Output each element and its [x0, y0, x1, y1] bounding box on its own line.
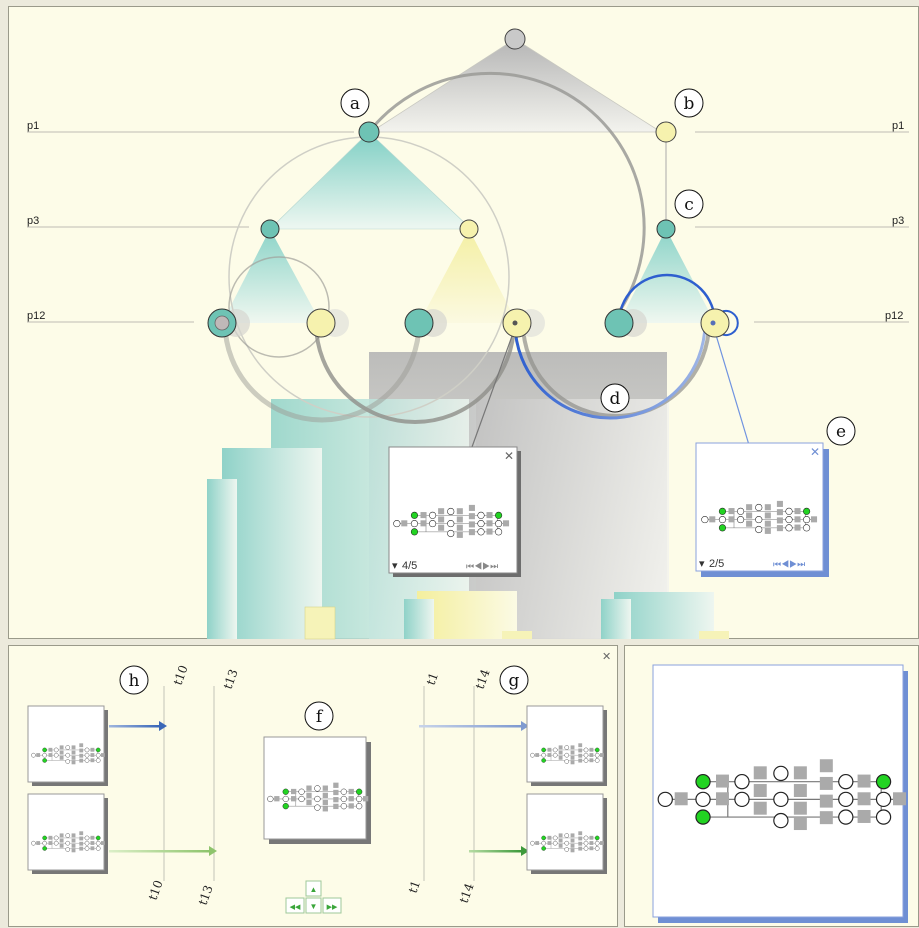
svg-text:f: f — [316, 707, 324, 727]
thumbnail-left-bottom[interactable] — [27, 793, 108, 874]
callout-e: e — [826, 416, 856, 446]
callout-c: c — [674, 189, 704, 219]
node-p12-2[interactable] — [306, 308, 336, 338]
time-lines — [163, 686, 475, 881]
node-b[interactable] — [655, 121, 677, 143]
popup-window-left[interactable]: ✕ ▾ 4/5 ⏮◀▶⏭ — [388, 446, 521, 577]
popup-right-menu-icon[interactable]: ▾ — [699, 558, 705, 570]
callout-a: a — [340, 88, 370, 118]
thumbnail-right-top[interactable] — [526, 705, 607, 786]
nav-first-button[interactable]: ◀◀ — [285, 897, 305, 914]
popup-right-nav-icons[interactable]: ⏮◀▶⏭ — [773, 559, 805, 569]
popup-connectors — [471, 132, 750, 448]
popup-right-page: 2/5 — [709, 558, 724, 570]
node-c[interactable] — [656, 219, 676, 239]
time-label-t1-top: t1 — [424, 671, 441, 688]
detail-view — [652, 664, 908, 923]
svg-text:b: b — [684, 94, 695, 114]
svg-text:e: e — [836, 422, 846, 442]
detail-panel — [624, 645, 919, 927]
root-node[interactable] — [504, 28, 526, 50]
svg-text:◀◀: ◀◀ — [290, 904, 301, 911]
popup-left-menu-icon[interactable]: ▾ — [392, 560, 398, 572]
nav-last-button[interactable]: ▶▶ — [322, 897, 342, 914]
callout-g: g — [499, 665, 529, 695]
level-label-p3-left: p3 — [27, 215, 39, 227]
nav-down-button[interactable]: ▼ — [305, 897, 322, 914]
timeline-panel: ✕ t10 t13 t1 t14 t10 t13 t1 t14 — [8, 645, 618, 927]
popup-left-close-icon[interactable]: ✕ — [504, 449, 514, 463]
node-a[interactable] — [358, 121, 380, 143]
callout-d: d — [600, 383, 630, 413]
popup-left-page: 4/5 — [402, 560, 417, 572]
hierarchy-view: p1 p1 p3 p3 p12 p12 — [27, 28, 909, 640]
callout-f: f — [304, 701, 334, 731]
svg-text:c: c — [684, 195, 694, 215]
hierarchy-triangles — [222, 38, 715, 323]
svg-text:g: g — [509, 671, 520, 691]
level-label-p12-left: p12 — [27, 310, 45, 322]
level-label-p3-right: p3 — [892, 215, 904, 227]
tree-nodes — [207, 28, 730, 338]
node-p3-2[interactable] — [459, 219, 479, 239]
timeline-arrows — [109, 721, 529, 856]
svg-text:▲: ▲ — [310, 885, 318, 894]
time-label-t10-top: t10 — [171, 663, 191, 687]
level-lines — [27, 131, 909, 323]
svg-text:a: a — [350, 94, 360, 114]
popup-right-close-icon[interactable]: ✕ — [810, 445, 820, 459]
time-label-t14-bottom: t14 — [457, 881, 477, 905]
hierarchy-panel: p1 p1 p3 p3 p12 p12 — [8, 6, 919, 640]
time-label-t10-bottom: t10 — [146, 878, 166, 902]
level-label-p12-right: p12 — [885, 310, 903, 322]
popup-window-right[interactable]: ✕ ▾ 2/5 ⏮◀▶⏭ — [695, 442, 829, 577]
level-label-p1-right: p1 — [892, 120, 904, 132]
callout-h: h — [119, 665, 149, 695]
time-label-t1-bottom: t1 — [406, 879, 423, 896]
node-p12-5[interactable] — [604, 308, 634, 338]
time-label-t13-top: t13 — [221, 667, 241, 691]
timeline-view: ✕ t10 t13 t1 t14 t10 t13 t1 t14 — [27, 651, 611, 914]
svg-text:▼: ▼ — [310, 902, 318, 911]
time-label-t13-bottom: t13 — [196, 883, 216, 907]
thumbnail-right-bottom[interactable] — [526, 793, 607, 874]
detail-graph-frame[interactable] — [652, 664, 904, 918]
svg-text:▶▶: ▶▶ — [327, 904, 338, 911]
popup-left-nav-icons[interactable]: ⏮◀▶⏭ — [466, 561, 498, 571]
thumbnail-left-top[interactable] — [27, 705, 108, 786]
node-p3-1[interactable] — [260, 219, 280, 239]
callout-b: b — [674, 88, 704, 118]
level-label-p1-left: p1 — [27, 120, 39, 132]
time-label-t14-top: t14 — [473, 667, 493, 691]
node-p12-3[interactable] — [404, 308, 434, 338]
svg-text:h: h — [129, 671, 140, 691]
timeline-close-icon[interactable]: ✕ — [602, 651, 611, 663]
thumbnail-center[interactable] — [263, 736, 371, 844]
nav-up-button[interactable]: ▲ — [305, 880, 322, 897]
svg-text:d: d — [610, 389, 621, 409]
